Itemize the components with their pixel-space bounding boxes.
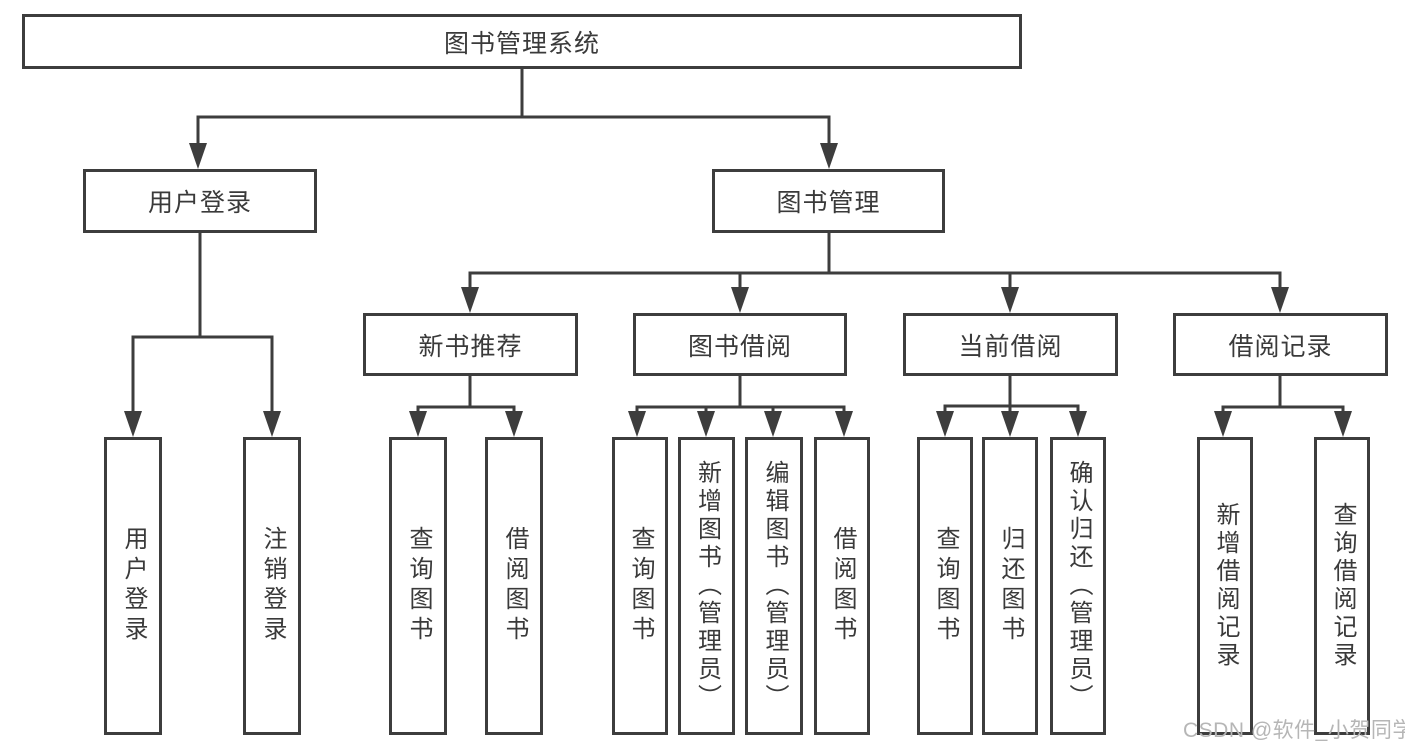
leaf-current-return-label: 归还图书 (997, 526, 1024, 646)
node-current-borrow: 当前借阅 (903, 313, 1118, 376)
connector-newbook-to-leaves (409, 376, 523, 437)
leaf-current-return: 归还图书 (982, 437, 1038, 735)
csdn-watermark: CSDN @软件_小贺同学 (1183, 719, 1405, 742)
connector-bookmgmt-to-level3 (461, 233, 1289, 313)
connector-current-to-leaves (936, 376, 1087, 437)
leaf-newbook-borrow-label: 借阅图书 (501, 526, 528, 646)
leaf-newbook-query-label: 查询图书 (405, 526, 432, 646)
leaf-records-query-label: 查询借阅记录 (1329, 502, 1356, 670)
connector-root-to-level2 (189, 69, 838, 169)
connector-borrow-to-leaves (628, 376, 853, 437)
node-book-borrow-label: 图书借阅 (687, 332, 792, 361)
leaf-logout-label: 注销登录 (259, 526, 286, 646)
leaf-records-add: 新增借阅记录 (1197, 437, 1253, 735)
leaf-logout: 注销登录 (243, 437, 301, 735)
node-user-login-label: 用户登录 (147, 189, 252, 217)
leaf-borrow-add-admin: 新增图书（管理员） (678, 437, 735, 735)
leaf-records-query: 查询借阅记录 (1314, 437, 1370, 735)
node-book-mgmt: 图书管理 (712, 169, 945, 233)
node-current-borrow-label: 当前借阅 (958, 332, 1063, 361)
connector-records-to-leaves (1214, 376, 1352, 437)
node-root-label: 图书管理系统 (443, 29, 600, 58)
connector-userlogin-to-leaves (124, 233, 281, 437)
leaf-borrow-borrow: 借阅图书 (814, 437, 870, 735)
node-root: 图书管理系统 (22, 14, 1022, 69)
node-borrow-records: 借阅记录 (1173, 313, 1388, 376)
leaf-user-login-label: 用户登录 (120, 526, 147, 646)
leaf-records-add-label: 新增借阅记录 (1212, 502, 1239, 670)
leaf-newbook-borrow: 借阅图书 (485, 437, 543, 735)
node-user-login: 用户登录 (83, 169, 317, 233)
leaf-user-login: 用户登录 (104, 437, 162, 735)
node-new-book-rec: 新书推荐 (363, 313, 578, 376)
leaf-borrow-add-admin-label: 新增图书（管理员） (693, 460, 721, 712)
leaf-borrow-edit-admin-label: 编辑图书（管理员） (761, 460, 788, 712)
node-book-borrow: 图书借阅 (633, 313, 847, 376)
node-borrow-records-label: 借阅记录 (1228, 332, 1333, 361)
leaf-current-confirm-admin: 确认归还（管理员） (1050, 437, 1106, 735)
leaf-borrow-edit-admin: 编辑图书（管理员） (745, 437, 803, 735)
leaf-borrow-query-label: 查询图书 (627, 526, 654, 646)
leaf-current-confirm-admin-label: 确认归还（管理员） (1065, 460, 1092, 712)
node-book-mgmt-label: 图书管理 (776, 189, 881, 217)
leaf-current-query: 查询图书 (917, 437, 973, 735)
leaf-borrow-query: 查询图书 (612, 437, 668, 735)
leaf-borrow-borrow-label: 借阅图书 (829, 526, 856, 646)
leaf-newbook-query: 查询图书 (389, 437, 447, 735)
node-new-book-rec-label: 新书推荐 (418, 332, 523, 361)
leaf-current-query-label: 查询图书 (932, 526, 959, 646)
